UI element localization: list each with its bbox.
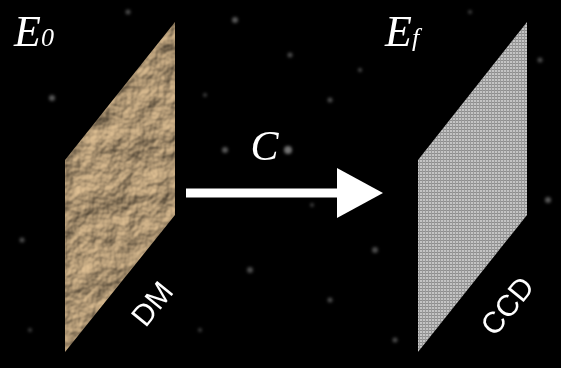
field-symbol: Ef xyxy=(385,10,419,54)
detector-plate xyxy=(383,6,555,358)
plane-node: E0DM xyxy=(8,6,186,358)
block-arrow xyxy=(186,168,383,218)
field-symbol: E0 xyxy=(14,10,54,54)
plane-name: DM xyxy=(126,276,179,331)
operator-label: C xyxy=(250,125,278,167)
plane-name: CCD xyxy=(475,271,539,340)
plane-node: EfCCD xyxy=(383,6,555,358)
